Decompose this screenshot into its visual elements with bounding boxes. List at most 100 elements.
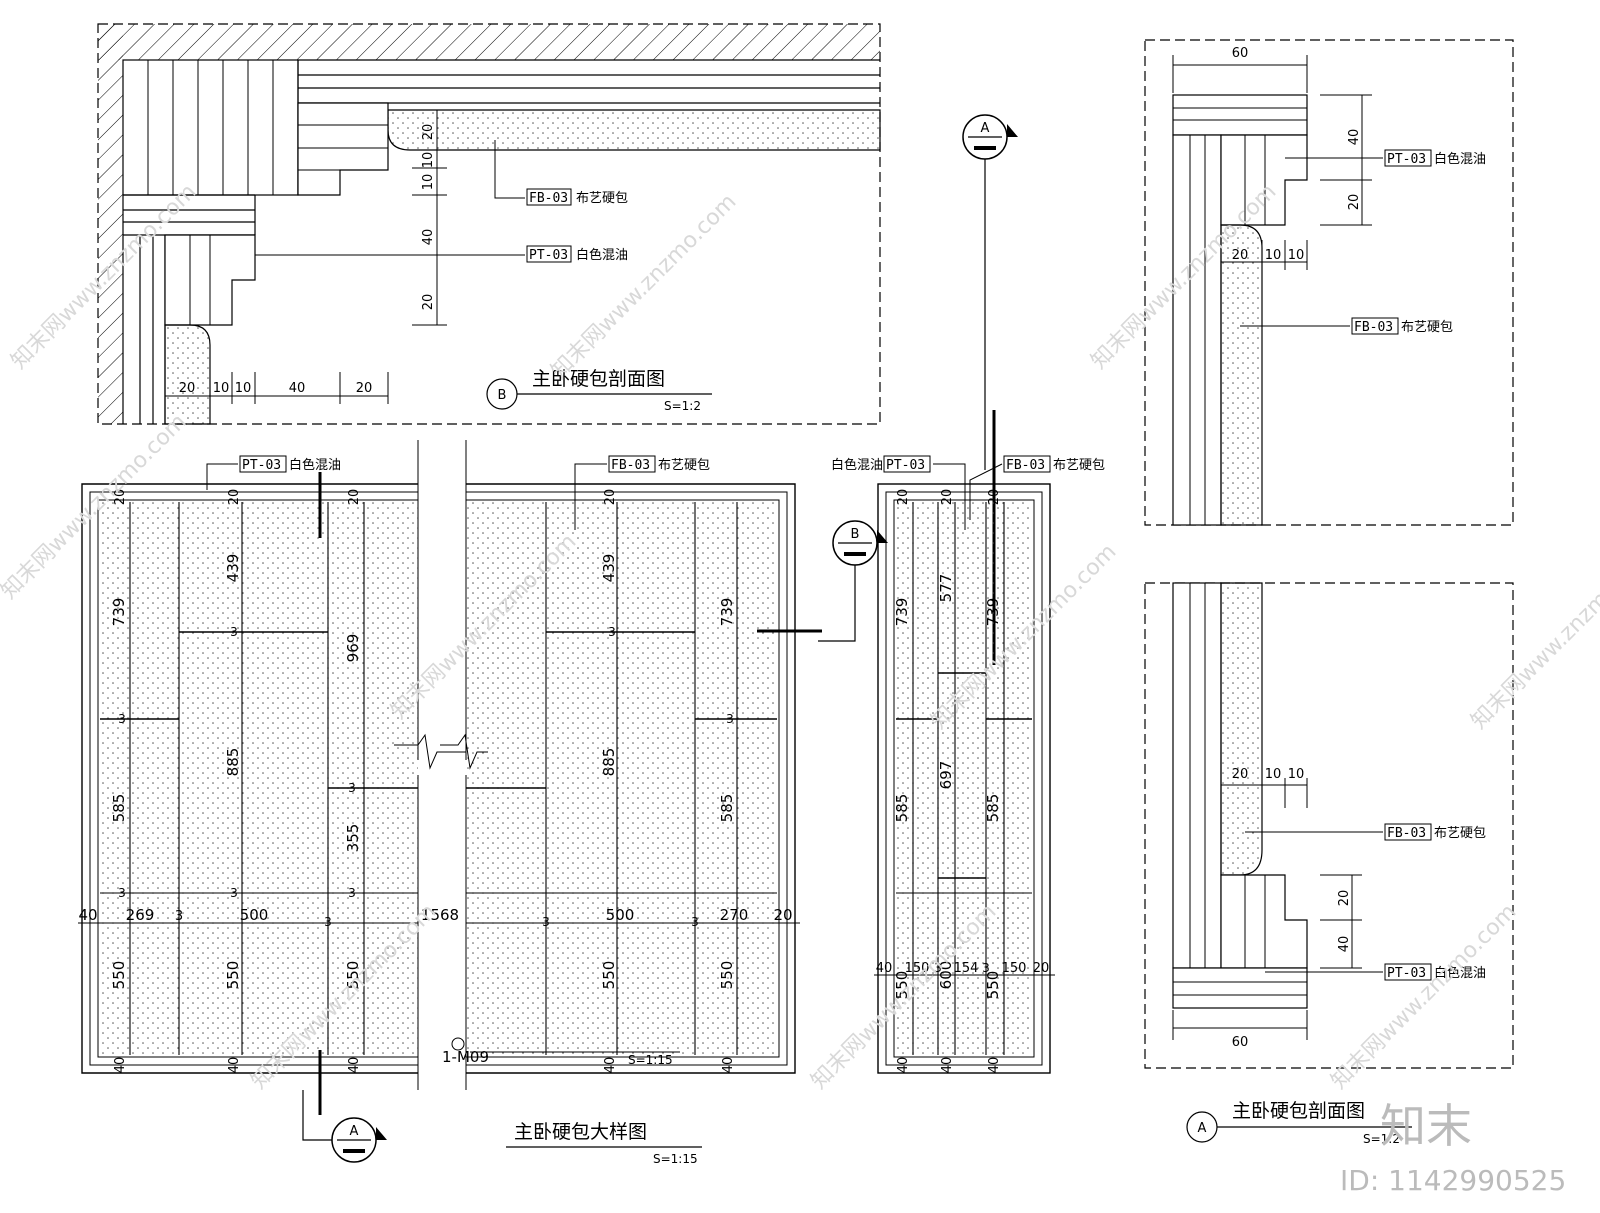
section-a-title: 主卧硬包剖面图 [1232, 1100, 1365, 1122]
section-b-bottom-dim: 10 [235, 381, 252, 396]
section-b-side-dim: 20 [421, 294, 436, 311]
watermark-text: 知末网www.znzmo.com [547, 189, 742, 384]
section-marker-a-bottom-letter: A [350, 1124, 359, 1139]
edge-bottom-dim: 40 [347, 1057, 362, 1074]
narrow-fb-name: 布艺硬包 [1053, 458, 1105, 473]
section-marker-b: B [818, 520, 888, 642]
edge-top-dim: 20 [227, 489, 242, 506]
narrow-row-dim: 3 [934, 961, 942, 975]
narrow-row-dim: 150 [905, 961, 930, 976]
dim-right: 439 [600, 554, 618, 583]
section-a-top-fb-name: 布艺硬包 [1401, 320, 1453, 335]
section-marker-b-letter: B [851, 527, 860, 542]
gap-mark: 3 [118, 886, 126, 900]
detail-pt-name: 白色混油 [289, 457, 341, 473]
detail-elevation: 739 585 550 439 885 550 969 355 550 439 … [78, 440, 822, 1166]
section-a-top-width: 60 [1232, 46, 1249, 61]
narrow-dim: 600 [937, 961, 955, 990]
section-a-bottom-row-dim: 20 [1232, 767, 1249, 782]
row-dim: 269 [126, 906, 155, 924]
section-a-marker: A [1198, 1121, 1207, 1136]
row-dim: 3 [175, 909, 183, 924]
section-a-top-pt-name: 白色混油 [1434, 151, 1486, 167]
detail-note-scale: S=1:15 [628, 1053, 673, 1067]
section-a-bottom-fb-code: FB-03 [1387, 826, 1426, 841]
dim-center: 439 [224, 554, 242, 583]
narrow-row-dim: 20 [1033, 961, 1050, 976]
row-dim: 270 [720, 906, 749, 924]
gap-mark: 3 [348, 886, 356, 900]
section-a-top-dim: 40 [1347, 129, 1362, 146]
narrow-dim: 585 [984, 794, 1002, 823]
watermark-logo: 知末 [1380, 1099, 1472, 1153]
narrow-edge-top: 20 [896, 489, 911, 506]
row-dim: 3 [542, 915, 550, 929]
section-a-bottom-row-dim: 10 [1265, 767, 1282, 782]
section-a-scale: S=1:2 [1363, 1132, 1400, 1146]
narrow-elevation: 739 577 697 585 550 739 585 550 600 20 2… [831, 455, 1105, 1074]
dim-left: 585 [110, 794, 128, 823]
detail-scale: S=1:15 [653, 1152, 698, 1166]
row-dim: 40 [78, 906, 97, 924]
edge-top-dim: 20 [603, 489, 618, 506]
section-marker-a-letter: A [981, 121, 990, 136]
narrow-dim: 550 [893, 971, 911, 1000]
narrow-edge-bottom: 40 [987, 1057, 1002, 1074]
detail-note-ref: 1-M09 [442, 1048, 489, 1066]
narrow-edge-top: 20 [940, 489, 955, 506]
edge-bottom-dim: 40 [603, 1057, 618, 1074]
dim-left: 739 [110, 598, 128, 627]
section-a-bottom-pt-name: 白色混油 [1434, 965, 1486, 981]
section-a-bottom-dim: 20 [1337, 890, 1352, 907]
narrow-row-dim: 154 [954, 961, 979, 976]
section-b: 20 10 10 40 20 20 10 10 40 20 FB-03 布艺硬包… [97, 23, 881, 425]
section-b-bottom-dim: 10 [213, 381, 230, 396]
dim-center: 885 [224, 748, 242, 777]
section-b-side-dim: 10 [421, 174, 436, 191]
section-b-bottom-dim: 20 [179, 381, 196, 396]
section-a-bottom-width: 60 [1232, 1035, 1249, 1050]
narrow-row-dim: 150 [1002, 961, 1027, 976]
section-a-top: 60 40 20 20 10 10 PT-03 白色混油 FB-03 布艺硬包 [1144, 39, 1514, 526]
gap-mark: 3 [608, 625, 616, 639]
row-dim: 3 [691, 915, 699, 929]
detail-fb-code: FB-03 [611, 458, 650, 473]
dim-left: 550 [110, 961, 128, 990]
dim-far-right: 550 [718, 961, 736, 990]
row-dim: 3 [324, 915, 332, 929]
watermark-id: ID: 1142990525 [1340, 1164, 1566, 1197]
narrow-pt-code: PT-03 [886, 458, 925, 473]
edge-top-dim: 20 [113, 489, 128, 506]
narrow-row-dim: 40 [876, 961, 893, 976]
section-a-bottom-dim: 40 [1337, 936, 1352, 953]
dim-far-right: 585 [718, 794, 736, 823]
dim-mid: 969 [344, 634, 362, 663]
narrow-dim: 739 [984, 598, 1002, 627]
narrow-dim: 739 [893, 598, 911, 627]
dim-center: 550 [224, 961, 242, 990]
section-b-side-dim: 40 [421, 229, 436, 246]
watermark-text: 知末网www.znzmo.com [1467, 539, 1600, 734]
narrow-edge-bottom: 40 [896, 1057, 911, 1074]
dim-mid: 355 [344, 824, 362, 853]
section-b-pt-code: PT-03 [529, 248, 568, 263]
section-b-side-dim: 20 [421, 124, 436, 141]
section-a-row-dim: 10 [1265, 248, 1282, 263]
section-b-bottom-dim: 40 [289, 381, 306, 396]
narrow-dim: 697 [937, 761, 955, 790]
section-a-bottom-fb-name: 布艺硬包 [1434, 826, 1486, 841]
section-a-bottom-row-dim: 10 [1288, 767, 1305, 782]
row-dim: 500 [240, 906, 269, 924]
narrow-dim: 577 [937, 574, 955, 603]
section-a-bottom-pt-code: PT-03 [1387, 966, 1426, 981]
detail-pt-code: PT-03 [242, 458, 281, 473]
section-a-bottom: 20 10 10 20 40 60 FB-03 布艺硬包 PT-03 白色混油 … [1144, 582, 1514, 1146]
section-a-row-dim: 10 [1288, 248, 1305, 263]
section-marker-a-bottom: A [302, 1090, 387, 1163]
section-a-top-dim: 20 [1347, 194, 1362, 211]
gap-mark: 3 [118, 712, 126, 726]
section-a-row-dim: 20 [1232, 248, 1249, 263]
gap-mark: 3 [230, 625, 238, 639]
section-b-fb-name: 布艺硬包 [576, 191, 628, 206]
